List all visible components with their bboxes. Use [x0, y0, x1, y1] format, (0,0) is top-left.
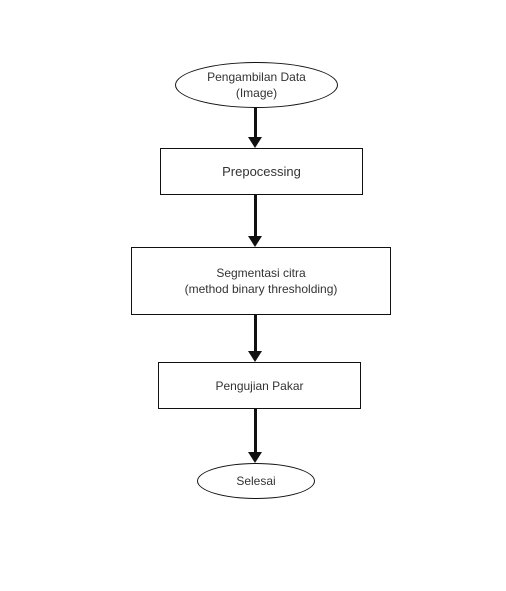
arrow-preprocessing-to-segmentation — [248, 195, 262, 247]
preprocessing-box: Prepocessing — [160, 148, 363, 195]
arrow-start-to-preprocessing — [248, 108, 262, 148]
start-node-line2: (Image) — [235, 86, 278, 100]
preprocessing-label: Prepocessing — [222, 163, 301, 179]
end-node-label: Selesai — [236, 474, 276, 488]
arrow-segmentation-to-expert-test — [248, 315, 262, 362]
segmentation-line1: Segmentasi citra — [216, 266, 306, 280]
segmentation-line2: (method binary thresholding) — [184, 282, 338, 296]
segmentation-box: Segmentasi citra (method binary threshol… — [131, 247, 391, 315]
expert-test-box: Pengujian Pakar — [158, 362, 361, 409]
start-node: Pengambilan Data (Image) — [175, 62, 338, 108]
end-node: Selesai — [197, 463, 315, 499]
arrow-expert-test-to-end — [248, 409, 262, 463]
start-node-line1: Pengambilan Data — [207, 70, 306, 84]
expert-test-label: Pengujian Pakar — [215, 378, 304, 393]
